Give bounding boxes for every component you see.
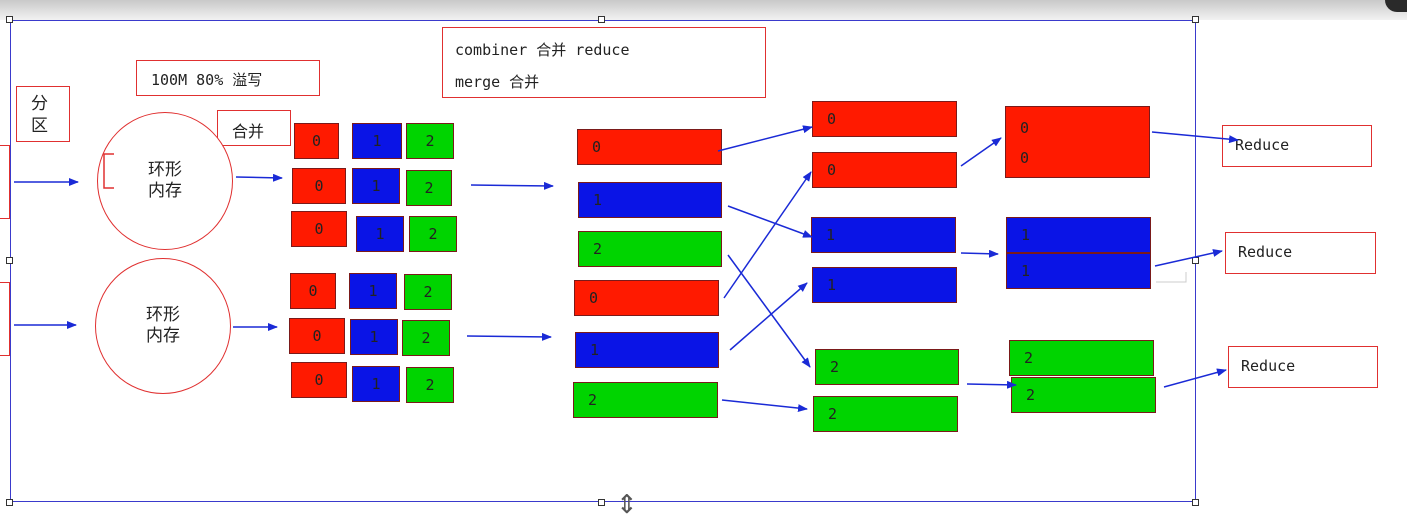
- map-input-bottom: [0, 282, 10, 356]
- shuffle-p1-b: 1: [812, 267, 957, 303]
- spill-top-run2-p0: 0: [292, 168, 346, 204]
- resize-handle-top-left[interactable]: [6, 16, 13, 23]
- spill-bottom-run3-p1: 1: [352, 366, 400, 402]
- note-line-2: merge 合并: [455, 73, 540, 91]
- spill-top-run3-p2: 2: [409, 216, 457, 252]
- ring-buffer-top: 环形 内存: [97, 112, 233, 250]
- spill-bottom-run2-p2: 2: [402, 320, 450, 356]
- merged-top-p0: 0: [577, 129, 722, 165]
- shuffle-p0-a: 0: [812, 101, 957, 137]
- reduce-box-1: Reduce: [1225, 232, 1376, 274]
- merged-bottom-p2: 2: [573, 382, 718, 418]
- resize-handle-bottom[interactable]: [598, 499, 605, 506]
- resize-handle-left[interactable]: [6, 257, 13, 264]
- note-line-1: combiner 合并 reduce: [455, 41, 630, 59]
- merged-top-p2: 2: [578, 231, 722, 267]
- partition-callout: 分 区: [16, 86, 70, 142]
- spill-top-run3-p0: 0: [291, 211, 347, 247]
- final-p2-a: 2: [1009, 340, 1154, 376]
- resize-handle-top-right[interactable]: [1192, 16, 1199, 23]
- note-box: combiner 合并 reduce merge 合并: [442, 27, 766, 98]
- merged-bottom-p0: 0: [574, 280, 719, 316]
- final-p1-a: 1: [1006, 217, 1151, 253]
- map-input-top: [0, 145, 10, 219]
- spill-top-run3-p1: 1: [356, 216, 404, 252]
- spill-bottom-run2-p0: 0: [289, 318, 345, 354]
- ring-buffer-bottom: 环形 内存: [95, 258, 231, 394]
- final-p2-b: 2: [1011, 377, 1156, 413]
- reduce-box-0: Reduce: [1222, 125, 1372, 167]
- spill-bottom-run3-p0: 0: [291, 362, 347, 398]
- ring-buffer-top-label: 环形 内存: [148, 160, 182, 201]
- ring-buffer-bottom-label: 环形 内存: [146, 305, 180, 346]
- spill-top-run2-p1: 1: [352, 168, 400, 204]
- merged-top-p1: 1: [578, 182, 722, 218]
- spill-top-run1-p2: 2: [406, 123, 454, 159]
- window-corner: [1385, 0, 1407, 12]
- resize-handle-right[interactable]: [1192, 257, 1199, 264]
- final-p0-line1: 0: [1020, 119, 1030, 137]
- spill-bottom-run1-p1: 1: [349, 273, 397, 309]
- final-p0: 0 0: [1005, 106, 1150, 178]
- reduce-box-2: Reduce: [1228, 346, 1378, 388]
- merge-callout: 合并: [217, 110, 291, 146]
- resize-handle-bottom-right[interactable]: [1192, 499, 1199, 506]
- spill-top-run1-p0: 0: [294, 123, 339, 159]
- spill-bottom-run3-p2: 2: [406, 367, 454, 403]
- shuffle-p0-b: 0: [812, 152, 957, 188]
- spill-top-run1-p1: 1: [352, 123, 402, 159]
- spill-callout: 100M 80% 溢写: [136, 60, 320, 96]
- shuffle-p1-a: 1: [811, 217, 956, 253]
- window-top-bar: [0, 0, 1407, 20]
- spill-bottom-run1-p0: 0: [290, 273, 336, 309]
- spill-top-run2-p2: 2: [406, 170, 452, 206]
- resize-handle-top[interactable]: [598, 16, 605, 23]
- spill-bottom-run2-p1: 1: [350, 319, 398, 355]
- spill-bottom-run1-p2: 2: [404, 274, 452, 310]
- final-p1-b: 1: [1006, 253, 1151, 289]
- shuffle-p2-a: 2: [815, 349, 959, 385]
- merged-bottom-p1: 1: [575, 332, 719, 368]
- resize-handle-bottom-left[interactable]: [6, 499, 13, 506]
- resize-cursor-icon: ⇕: [616, 489, 638, 519]
- final-p0-line2: 0: [1020, 149, 1030, 167]
- shuffle-p2-b: 2: [813, 396, 958, 432]
- bracket-mark: [103, 153, 114, 189]
